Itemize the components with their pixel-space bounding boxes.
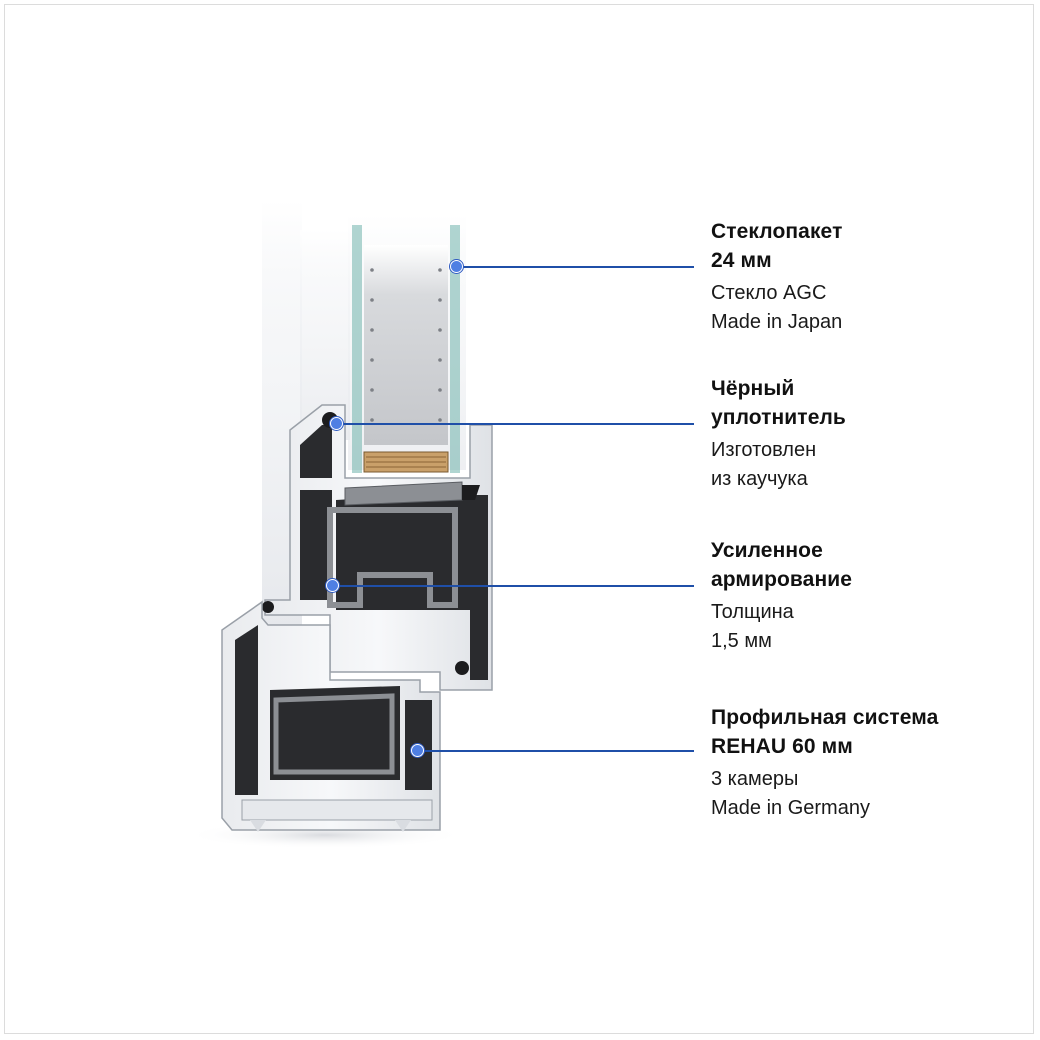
callout-detail: Стекло AGC Made in Japan [711, 282, 843, 333]
leader-line-profile-system [417, 750, 694, 752]
leader-dot-glass-unit [450, 260, 463, 273]
glass-unit-graphic [348, 215, 466, 473]
leader-dot-black-seal [330, 417, 343, 430]
leader-line-reinforcement [332, 585, 694, 587]
leader-dot-profile-system [411, 744, 424, 757]
glass-cavity [364, 245, 448, 445]
reinforcement-graphic [327, 507, 458, 608]
callout-black-seal: Чёрный уплотнитель Изготовлен из каучука [711, 374, 846, 494]
callout-glass-unit: Стеклопакет 24 мм Стекло AGC Made in Jap… [711, 217, 842, 337]
callout-title: Профильная система REHAU 60 мм [711, 706, 939, 758]
callout-reinforcement: Усиленное армирование Толщина 1,5 мм [711, 536, 852, 656]
callout-detail: Изготовлен из каучука [711, 439, 817, 490]
callout-title: Стеклопакет 24 мм [711, 220, 843, 272]
spacer-perforations [370, 268, 442, 422]
glass-pane-outer [352, 225, 362, 473]
callout-title: Чёрный уплотнитель [711, 377, 846, 429]
frame-profile [221, 600, 441, 832]
callout-profile-system: Профильная система REHAU 60 мм 3 камеры … [711, 703, 938, 823]
sash-profile [264, 404, 493, 691]
callout-title: Усиленное армирование [711, 539, 853, 591]
glass-pane-inner [450, 225, 460, 473]
leader-line-glass-unit [456, 266, 694, 268]
leader-line-black-seal [336, 423, 694, 425]
leader-dot-reinforcement [326, 579, 339, 592]
callout-detail: 3 камеры Made in Germany [711, 768, 870, 819]
callout-detail: Толщина 1,5 мм [711, 601, 794, 652]
